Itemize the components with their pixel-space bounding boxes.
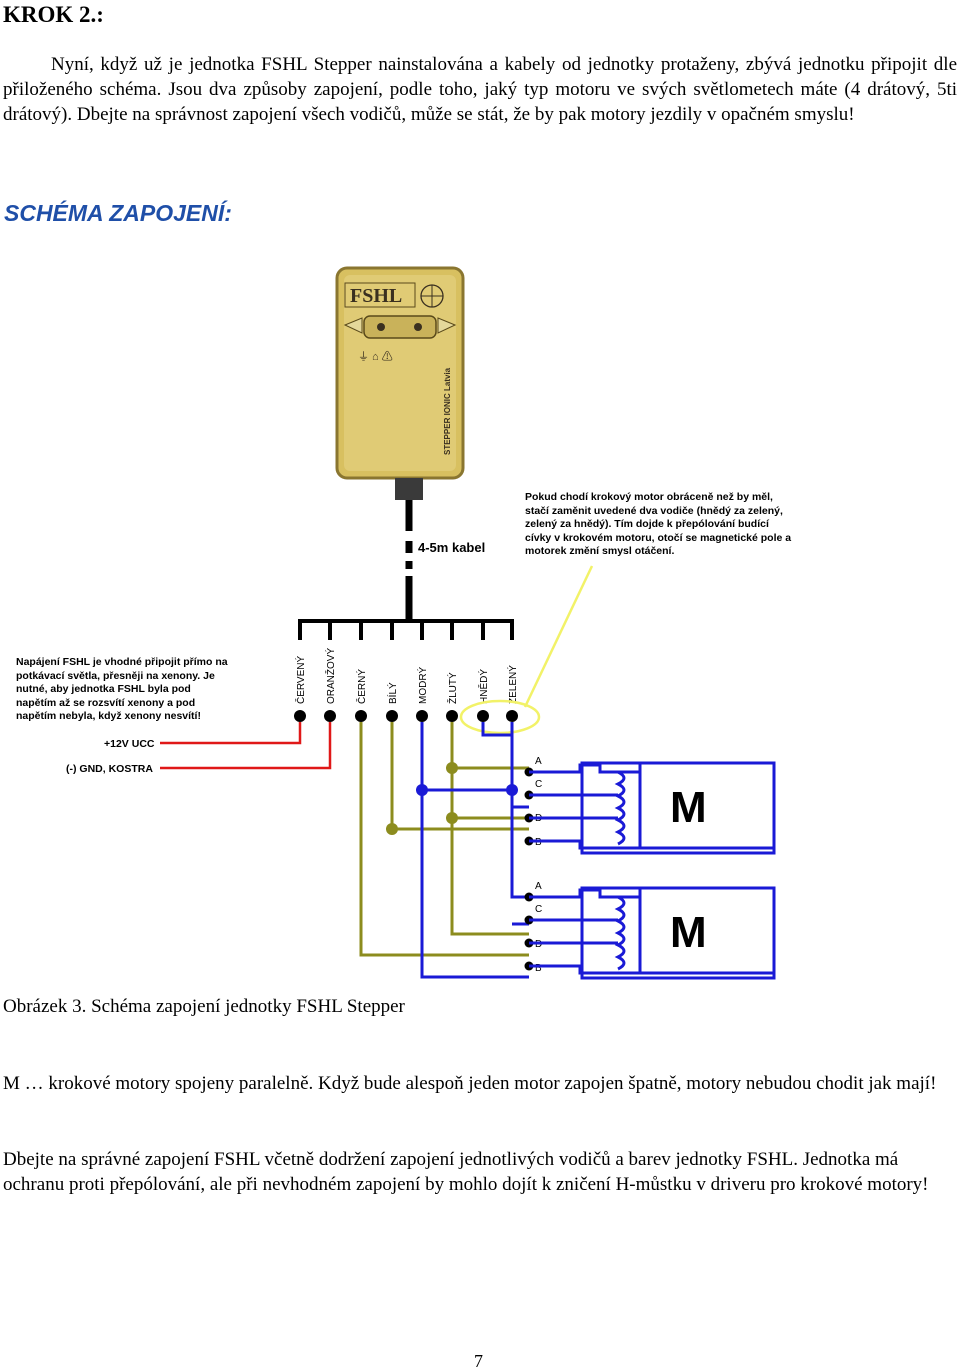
- note-right-line: stačí zaměnit uvedené dva vodiče (hnědý …: [525, 505, 783, 517]
- schema-title: SCHÉMA ZAPOJENÍ:: [4, 200, 232, 226]
- note-left-line: Napájení FSHL je vhodné připojit přímo n…: [16, 656, 228, 668]
- note-right-line: Pokud chodí krokový motor obráceně než b…: [525, 491, 773, 503]
- wire-label-brown: HNĚDÝ: [477, 669, 490, 704]
- junction-dots: [386, 762, 518, 835]
- motors-note: M … krokové motory spojeny paralelně. Kd…: [3, 1073, 937, 1094]
- pin-label: C: [535, 904, 542, 915]
- wiring-warning: Dbejte na správné zapojení FSHL včetně d…: [3, 1149, 929, 1195]
- wire-label-blue: MODRÝ: [416, 666, 429, 704]
- ground-label: (-) GND, KOSTRA: [66, 763, 153, 775]
- pin-label: A: [535, 881, 542, 892]
- cable: 4-5m kabel: [405, 500, 485, 620]
- note-right-line: zelený za hnědý). Tím dojde k přepólován…: [525, 518, 770, 530]
- note-right-line: motorek změní smysl otáčení.: [525, 545, 674, 557]
- pin-label: B: [535, 963, 542, 974]
- wire-label-orange: ORANŽOVÝ: [324, 648, 337, 704]
- unit-logo: FSHL: [350, 285, 402, 307]
- wire-labels: ČERVENÝ ORANŽOVÝ ČERNÝ BÍLÝ MODRÝ ŽLUTÝ …: [294, 648, 519, 704]
- wire-label-black: ČERNÝ: [355, 669, 368, 704]
- wire-label-red: ČERVENÝ: [294, 656, 307, 704]
- note-right-line: cívky v krokovém motoru, otočí se magnet…: [525, 532, 791, 544]
- motor-label: M: [670, 783, 707, 832]
- wire-label-white: BÍLÝ: [386, 682, 399, 704]
- page-heading: KROK 2.:: [3, 2, 104, 27]
- note-right: Pokud chodí krokový motor obráceně než b…: [525, 491, 791, 557]
- note-left-line: napětím až se rozsvítí xenony a pod: [16, 697, 195, 709]
- connector-b-icon: [437, 317, 457, 334]
- connector-a-icon: [343, 317, 363, 334]
- note-left-line: potkávací světla, přesněji na xenony. Je: [16, 670, 215, 682]
- unit-symbols: ⏚ ⌂ ⚠: [358, 350, 393, 363]
- motor-2: A C D B M: [524, 881, 776, 980]
- figure-caption: Obrázek 3. Schéma zapojení jednotky FSHL…: [3, 996, 405, 1017]
- page-number: 7: [474, 1351, 483, 1371]
- pin-label: C: [535, 779, 542, 790]
- motor-label: M: [670, 908, 707, 957]
- wire-bus: [298, 619, 514, 640]
- intro-text: Nyní, když už je jednotka FSHL Stepper n…: [3, 54, 957, 125]
- highlight-ellipse: [459, 699, 541, 735]
- note-left: Napájení FSHL je vhodné připojit přímo n…: [16, 656, 228, 722]
- note-left-line: napětím nebyla, když xenony nesvítí!: [16, 710, 201, 722]
- note-pointer-line: [523, 565, 594, 708]
- supply-wires: +12V UCC (-) GND, KOSTRA: [66, 722, 332, 775]
- supply-label: +12V UCC: [104, 738, 155, 750]
- unit-side-text: STEPPER IONIC Latvia: [443, 367, 452, 455]
- intro-paragraph: Nyní, když už je jednotka FSHL Stepper n…: [3, 52, 957, 127]
- fshl-unit: FSHL ⏚ ⌂ ⚠ STEPPER IONIC Latvia: [335, 266, 465, 500]
- motor-1: A C D B M: [524, 756, 776, 855]
- terminals: [294, 710, 518, 722]
- cable-gland: [395, 478, 423, 500]
- wire-label-yellow: ŽLUTÝ: [446, 672, 459, 704]
- pin-label: A: [535, 756, 542, 767]
- wire-label-green: ZELENÝ: [506, 665, 519, 704]
- note-left-line: nutné, aby jednotka FSHL byla pod: [16, 683, 191, 695]
- coil-wiring: [359, 722, 529, 979]
- cable-label: 4-5m kabel: [418, 540, 485, 555]
